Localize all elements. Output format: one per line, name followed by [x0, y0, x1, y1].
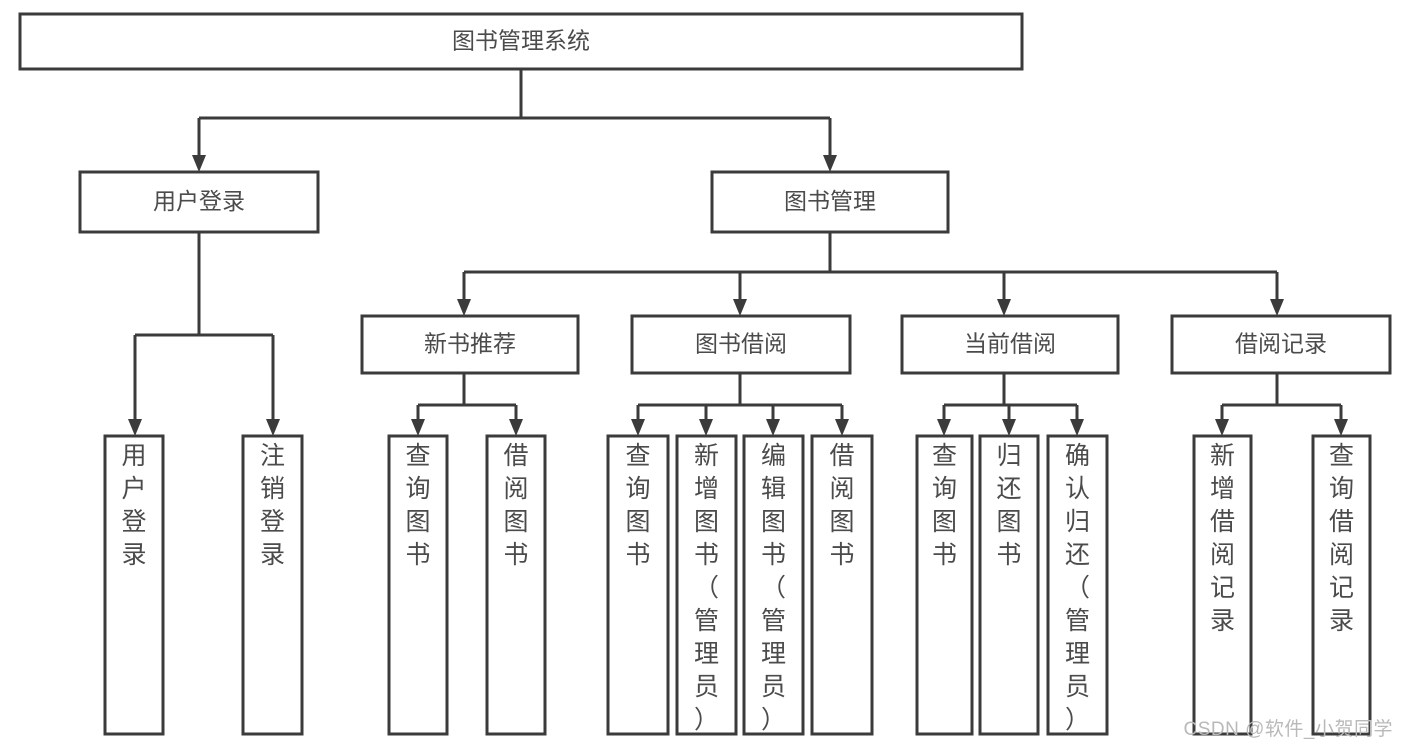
- node-label-leaf-user-login: 用户登录: [121, 442, 146, 569]
- node-leaf-return-book[interactable]: 归还图书: [978, 434, 1040, 736]
- arrow-head-icon: [699, 419, 713, 436]
- node-leaf-confirm-return[interactable]: 确认归还（管理员）: [1046, 434, 1109, 736]
- connector-new-book-recommend-to-leaves: [411, 373, 523, 436]
- node-label-book-borrow: 图书借阅: [695, 331, 787, 357]
- node-box-leaf-edit-book: [742, 434, 805, 736]
- arrow-head-icon: [1215, 419, 1229, 436]
- connector-current-borrow-to-leaves: [937, 373, 1084, 436]
- node-leaf-query-book-borrow[interactable]: 查询图书: [606, 434, 670, 736]
- arrow-head-icon: [509, 419, 523, 436]
- connector-root-to-level2: [192, 69, 837, 172]
- connector-user-login-to-leaves: [128, 232, 280, 436]
- node-book-borrow[interactable]: 图书借阅: [630, 314, 852, 375]
- node-root[interactable]: 图书管理系统: [18, 12, 1024, 71]
- arrow-head-icon: [128, 419, 142, 436]
- node-box-book-borrow: [630, 314, 852, 375]
- node-leaf-borrow-book[interactable]: 借阅图书: [810, 434, 874, 736]
- node-box-leaf-query-book-current: [915, 434, 974, 736]
- arrow-head-icon: [266, 419, 280, 436]
- node-label-leaf-query-book-current: 查询图书: [932, 442, 957, 569]
- node-label-leaf-logout: 注销登录: [260, 442, 285, 569]
- node-leaf-borrow-book-recommend[interactable]: 借阅图书: [485, 434, 547, 736]
- connector-borrow-record-to-leaves: [1215, 373, 1348, 436]
- node-box-book-management: [710, 170, 950, 234]
- arrow-head-icon: [733, 299, 747, 316]
- node-current-borrow[interactable]: 当前借阅: [900, 314, 1120, 375]
- node-new-book-recommend[interactable]: 新书推荐: [360, 314, 580, 375]
- node-label-leaf-add-book: 新增图书（管理员）: [694, 442, 719, 734]
- arrow-head-icon: [1070, 419, 1084, 436]
- node-leaf-edit-book[interactable]: 编辑图书（管理员）: [742, 434, 805, 736]
- watermark-text: CSDN @软件_小贺同学: [1183, 719, 1393, 740]
- node-borrow-record[interactable]: 借阅记录: [1170, 314, 1392, 375]
- node-box-leaf-borrow-book-recommend: [485, 434, 547, 736]
- node-label-leaf-return-book: 归还图书: [996, 442, 1021, 569]
- node-box-leaf-borrow-book: [810, 434, 874, 736]
- node-label-leaf-edit-book: 编辑图书（管理员）: [761, 442, 786, 734]
- node-leaf-query-book-current[interactable]: 查询图书: [915, 434, 974, 736]
- node-label-user-login: 用户登录: [153, 188, 245, 214]
- node-label-book-management: 图书管理: [784, 188, 876, 214]
- node-box-root: [18, 12, 1024, 71]
- connector-book-management-to-level3: [457, 232, 1284, 316]
- node-box-user-login: [78, 170, 320, 234]
- node-box-leaf-query-book-borrow: [606, 434, 670, 736]
- arrow-head-icon: [1334, 419, 1348, 436]
- arrow-head-icon: [937, 419, 951, 436]
- node-box-leaf-confirm-return: [1046, 434, 1109, 736]
- node-leaf-user-login[interactable]: 用户登录: [103, 434, 165, 736]
- node-box-leaf-query-borrow-record: [1311, 434, 1372, 736]
- node-leaf-add-book[interactable]: 新增图书（管理员）: [675, 434, 738, 736]
- arrow-head-icon: [1270, 299, 1284, 316]
- node-box-leaf-return-book: [978, 434, 1040, 736]
- node-book-management[interactable]: 图书管理: [710, 170, 950, 234]
- node-user-login[interactable]: 用户登录: [78, 170, 320, 234]
- arrow-head-icon: [766, 419, 780, 436]
- arrow-head-icon: [997, 299, 1011, 316]
- node-leaf-query-borrow-record[interactable]: 查询借阅记录: [1311, 434, 1372, 736]
- node-label-leaf-borrow-book-recommend: 借阅图书: [503, 442, 528, 569]
- node-box-leaf-query-book-recommend: [387, 434, 449, 736]
- node-leaf-logout[interactable]: 注销登录: [241, 434, 304, 736]
- arrow-head-icon: [1002, 419, 1016, 436]
- node-box-borrow-record: [1170, 314, 1392, 375]
- node-box-current-borrow: [900, 314, 1120, 375]
- node-leaf-query-book-recommend[interactable]: 查询图书: [387, 434, 449, 736]
- node-label-leaf-confirm-return: 确认归还（管理员）: [1065, 442, 1090, 734]
- arrow-head-icon: [835, 419, 849, 436]
- node-label-current-borrow: 当前借阅: [964, 331, 1056, 357]
- node-label-leaf-query-book-recommend: 查询图书: [405, 442, 430, 569]
- node-box-leaf-add-borrow-record: [1192, 434, 1253, 736]
- node-label-leaf-borrow-book: 借阅图书: [829, 442, 854, 569]
- node-box-leaf-logout: [241, 434, 304, 736]
- node-label-leaf-add-borrow-record: 新增借阅记录: [1210, 442, 1235, 635]
- arrow-head-icon: [823, 155, 837, 172]
- node-label-new-book-recommend: 新书推荐: [424, 331, 516, 357]
- connector-layer: [128, 69, 1348, 436]
- node-layer: 图书管理系统用户登录图书管理新书推荐图书借阅当前借阅借阅记录用户登录注销登录查询…: [18, 12, 1392, 736]
- node-label-borrow-record: 借阅记录: [1235, 331, 1327, 357]
- node-box-leaf-user-login: [103, 434, 165, 736]
- arrow-head-icon: [411, 419, 425, 436]
- arrow-head-icon: [631, 419, 645, 436]
- connector-book-borrow-to-leaves: [631, 373, 849, 436]
- node-label-root: 图书管理系统: [452, 28, 590, 54]
- node-box-new-book-recommend: [360, 314, 580, 375]
- arrow-head-icon: [457, 299, 471, 316]
- node-box-leaf-add-book: [675, 434, 738, 736]
- node-leaf-add-borrow-record[interactable]: 新增借阅记录: [1192, 434, 1253, 736]
- node-label-leaf-query-borrow-record: 查询借阅记录: [1329, 442, 1354, 635]
- arrow-head-icon: [192, 155, 206, 172]
- node-label-leaf-query-book-borrow: 查询图书: [625, 442, 650, 569]
